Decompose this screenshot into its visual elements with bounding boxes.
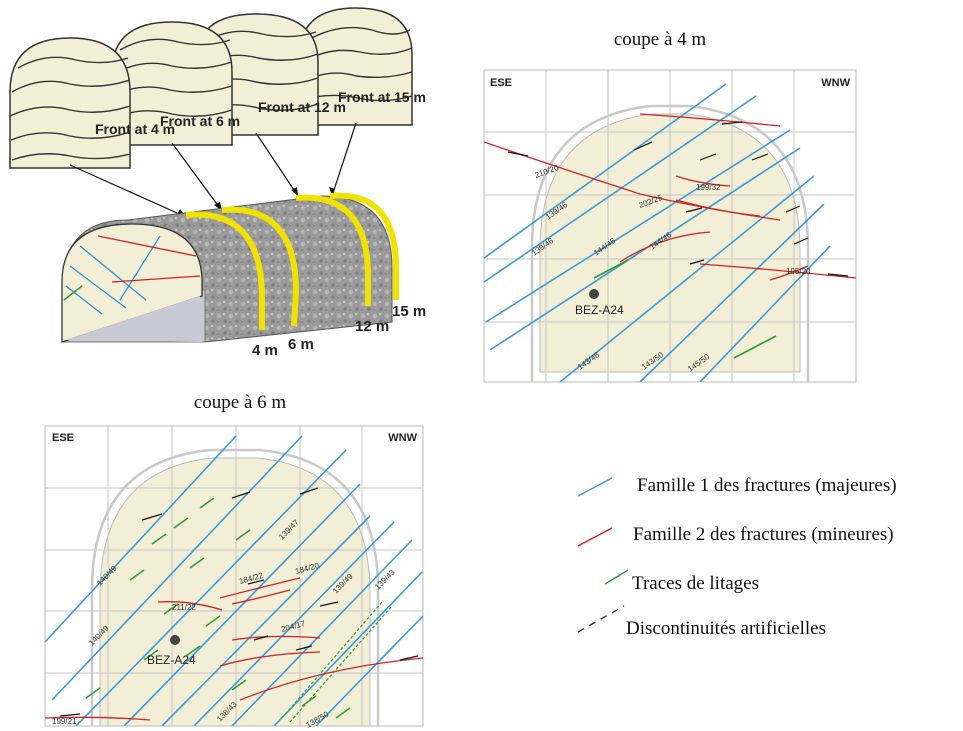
section-4m-borehole-marker: [589, 289, 599, 299]
section-4m-panel: 210/20 139/46 202/25 199/32 139/46 144/4…: [483, 69, 857, 383]
section-6m-family1-lines: [45, 435, 423, 726]
legend-label-family1: Famille 1 des fractures (majeures): [637, 475, 897, 496]
section-6m-borehole-marker: [170, 635, 180, 645]
svg-text:211/22: 211/22: [172, 603, 196, 612]
legend-item-family1: Famille 1 des fractures (majeures): [577, 475, 897, 497]
legend-swatch-family2: [577, 527, 613, 547]
legend-swatch-bedding: [604, 569, 629, 585]
legend-item-bedding: Traces de litages: [604, 569, 759, 594]
section-6m-title: coupe à 6 m: [194, 392, 287, 413]
front-label-12m: Front at 12 m: [258, 99, 346, 115]
distance-label-15m: 15 m: [392, 303, 426, 320]
tunnel-diagram: Front at 4 m Front at 6 m Front at 12 m …: [9, 7, 426, 359]
legend-swatch-family1: [577, 477, 613, 497]
front-panel-4m: [9, 37, 131, 169]
legend-label-family2: Famille 2 des fractures (mineures): [633, 524, 894, 545]
front-label-6m: Front at 6 m: [160, 113, 240, 129]
front-arrows: [69, 122, 357, 218]
tunnel-face: [61, 223, 203, 343]
section-4m-borehole-label: BEZ-A24: [575, 303, 624, 317]
section-6m-right-label: WNW: [388, 432, 417, 444]
section-6m-borehole-label: BEZ-A24: [147, 653, 196, 667]
section-4m-left-label: ESE: [490, 77, 512, 89]
front-label-4m: Front at 4 m: [95, 121, 175, 137]
front-label-15m: Front at 15 m: [338, 89, 426, 105]
section-4m-right-label: WNW: [821, 77, 850, 89]
legend-label-bedding: Traces de litages: [632, 573, 759, 594]
section-6m-left-label: ESE: [52, 432, 74, 444]
front-rings: [185, 192, 399, 330]
distance-label-12m: 12 m: [355, 318, 389, 335]
legend-item-family2: Famille 2 des fractures (mineures): [577, 524, 894, 547]
legend-item-artificial: Discontinuités artificielles: [577, 605, 826, 639]
section-6m-panel: 140/49 140/49 139/47 184/22 184/20 211/2…: [44, 425, 424, 730]
legend-label-artificial: Discontinuités artificielles: [626, 618, 826, 639]
legend: Famille 1 des fractures (majeures) Famil…: [577, 475, 897, 639]
svg-text:195/20: 195/20: [786, 267, 811, 276]
legend-swatch-artificial: [577, 605, 625, 633]
front-panel-15m: [299, 7, 413, 126]
section-4m-family2-lines: [484, 113, 856, 281]
svg-text:199/32: 199/32: [696, 183, 721, 192]
section-6m-family2-lines: [45, 577, 423, 721]
section-4m-title: coupe à 4 m: [614, 29, 707, 50]
svg-text:199/21: 199/21: [52, 717, 77, 726]
distance-label-6m: 6 m: [288, 336, 314, 353]
distance-label-4m: 4 m: [252, 342, 278, 359]
